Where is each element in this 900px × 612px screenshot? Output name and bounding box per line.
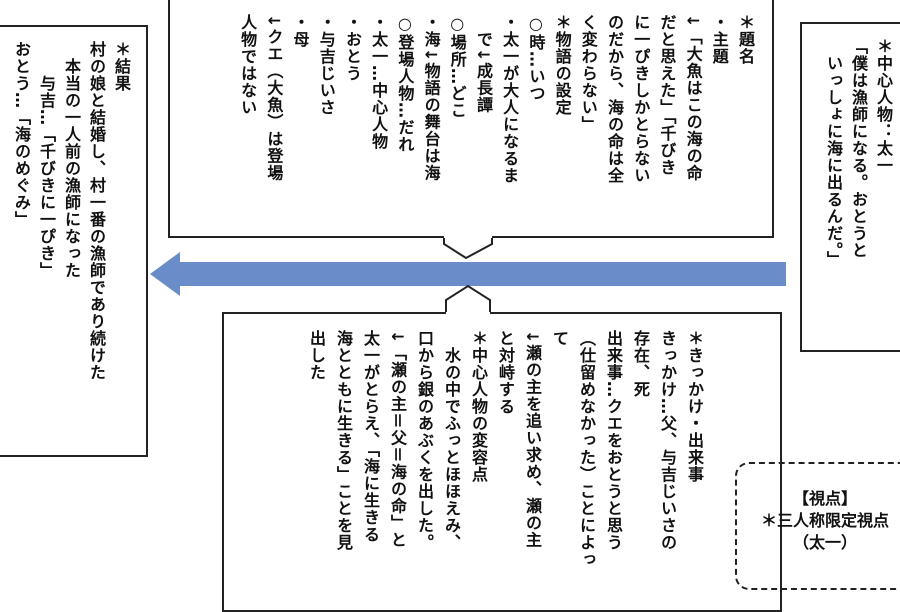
text-line: 出した — [307, 330, 326, 381]
text-line: ・海↓物語の舞台は海 — [421, 14, 441, 182]
text-line: ・太一…中心人物 — [369, 14, 389, 150]
text-line: いっしょに海に出るんだ。」 — [824, 38, 843, 268]
text-line: ＊中心人物：太一 — [874, 38, 893, 174]
setting-theme-box: ＊題名・主題 ↓「大魚はこの海の命だと思えた」「千びきに一ぴきしかとらないのだから… — [168, 0, 774, 238]
viewpoint-line: （太一） — [792, 533, 857, 552]
text-line: 人物ではない — [238, 14, 258, 116]
text-line: ↓「瀬の主＝父＝海の命」と — [388, 330, 407, 549]
top-callout-pointer — [443, 238, 493, 260]
text-line: で↓成長譚 — [473, 14, 493, 114]
text-line: ・母 — [290, 14, 310, 48]
text-line: ・与吉じいさ — [316, 14, 336, 116]
text-line: く変わらない」 — [578, 14, 598, 133]
text-line: ↓クエ（大魚）は登場 — [264, 14, 284, 182]
text-line: 水の中でふっとほほえみ、 — [442, 330, 461, 551]
text-line: ・太一が大人になるま — [500, 14, 520, 184]
text-line: ＊きっかけ・出来事 — [685, 330, 704, 483]
text-line: きっかけ…父、与吉じいさの — [658, 330, 677, 551]
setting-theme-text: ＊題名・主題 ↓「大魚はこの海の命だと思えた」「千びきに一ぴきしかとらないのだから… — [234, 14, 758, 229]
result-text: ＊結果村の娘と結婚し、村一番の漁師であり続けた 本当の一人前の漁師になった 与吉… — [9, 41, 134, 381]
text-line: ○時…いつ — [526, 14, 546, 102]
bottom-box-notch — [446, 310, 490, 314]
text-line: ○場所…どこ — [447, 14, 467, 119]
text-line: だと思えた」「千びき — [657, 14, 677, 176]
text-line: ↓「大魚はこの海の命 — [683, 14, 703, 182]
text-line: 与吉…「千びきに一ぴき」 — [37, 41, 56, 279]
text-line: （仕留めなかった）ことによっ — [577, 330, 596, 568]
text-line: て — [550, 330, 569, 347]
text-line: 太一がとらえ、「海に生きる — [361, 330, 380, 543]
text-line: と対峙する — [496, 330, 515, 415]
text-line: 「僕は漁師になる。おとうと — [849, 38, 868, 259]
top-box-notch — [444, 236, 492, 240]
text-line: ↓瀬の主を追い求め、瀬の主 — [523, 330, 542, 549]
text-line: のだから、海の命は全 — [604, 14, 624, 184]
trigger-change-box: ＊きっかけ・出来事きっかけ…父、与吉じいさの存在、死出来事…クエをおとうと思う （… — [222, 312, 782, 612]
bottom-callout-pointer — [445, 284, 491, 312]
trigger-change-text: ＊きっかけ・出来事きっかけ…父、与吉じいさの存在、死出来事…クエをおとうと思う （… — [303, 330, 708, 568]
text-line: ＊結果 — [112, 41, 131, 92]
text-line: ・主題 — [709, 14, 729, 65]
text-line: ＊中心人物の変容点 — [469, 330, 488, 483]
main-character-box: ＊中心人物：太一「僕は漁師になる。おとうと いっしょに海に出るんだ。」 — [800, 22, 900, 352]
text-line: 口から銀のあぶくを出した。 — [415, 330, 434, 551]
viewpoint-heading: 【視点】 — [792, 489, 857, 508]
text-line: 村の娘と結婚し、村一番の漁師であり続けた — [87, 41, 106, 381]
viewpoint-line: ＊三人称限定視点 — [760, 511, 889, 530]
arrow-shaft — [176, 262, 786, 286]
text-line: 本当の一人前の漁師になった — [62, 41, 81, 279]
result-box: ＊結果村の娘と結婚し、村一番の漁師であり続けた 本当の一人前の漁師になった 与吉… — [0, 25, 148, 457]
text-line: ＊題名 — [736, 14, 755, 65]
viewpoint-box: 【視点】 ＊三人称限定視点 （太一） — [735, 462, 900, 590]
text-line: 存在、死 — [631, 330, 650, 398]
text-line: おとう…「海のめぐみ」 — [12, 41, 31, 228]
text-line: 海とともに生きる」ことを見 — [334, 330, 353, 551]
text-line: ＊物語の設定 — [552, 14, 572, 116]
text-line: に一ぴきしかとらない — [631, 14, 651, 184]
text-line: 出来事…クエをおとうと思う — [604, 330, 623, 551]
text-line: ○登場人物…だれ — [395, 14, 415, 153]
arrow-head — [150, 252, 180, 296]
text-line: ・おとう — [342, 14, 362, 82]
main-character-text: ＊中心人物：太一「僕は漁師になる。おとうと いっしょに海に出るんだ。」 — [821, 38, 896, 268]
